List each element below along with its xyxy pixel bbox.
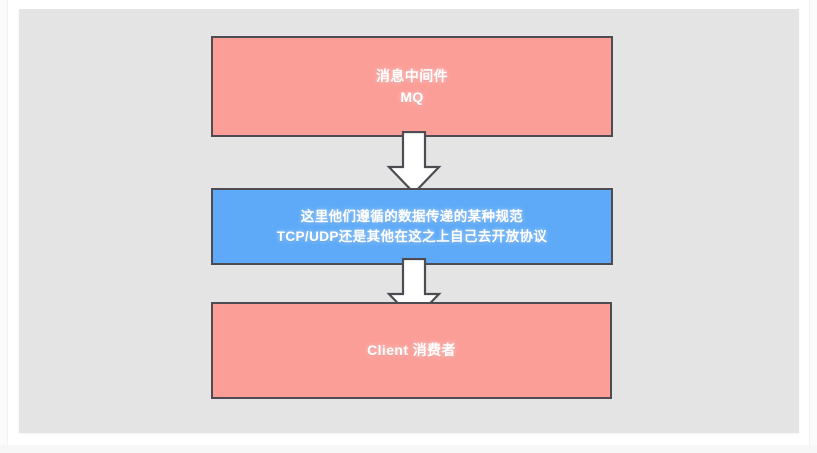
client-consumer-node-label: Client 消费者 bbox=[367, 342, 456, 359]
message-middleware-node-label: 消息中间件 MQ bbox=[376, 68, 448, 105]
protocol-spec-node[interactable]: 这里他们遵循的数据传递的某种规范 TCP/UDP还是其他在这之上自己去开放协议 bbox=[211, 188, 613, 265]
page-gutter-bottom bbox=[0, 445, 817, 453]
page-gutter-left bbox=[0, 0, 8, 453]
page-gutter-right bbox=[809, 0, 817, 453]
arrow-mq-to-protocol-icon bbox=[384, 131, 444, 195]
diagram-canvas: 消息中间件 MQ 这里他们遵循的数据传递的某种规范 TCP/UDP还是其他在这之… bbox=[19, 9, 799, 433]
protocol-spec-node-label: 这里他们遵循的数据传递的某种规范 TCP/UDP还是其他在这之上自己去开放协议 bbox=[276, 208, 548, 244]
message-middleware-node[interactable]: 消息中间件 MQ bbox=[211, 36, 613, 137]
client-consumer-node[interactable]: Client 消费者 bbox=[211, 302, 612, 399]
